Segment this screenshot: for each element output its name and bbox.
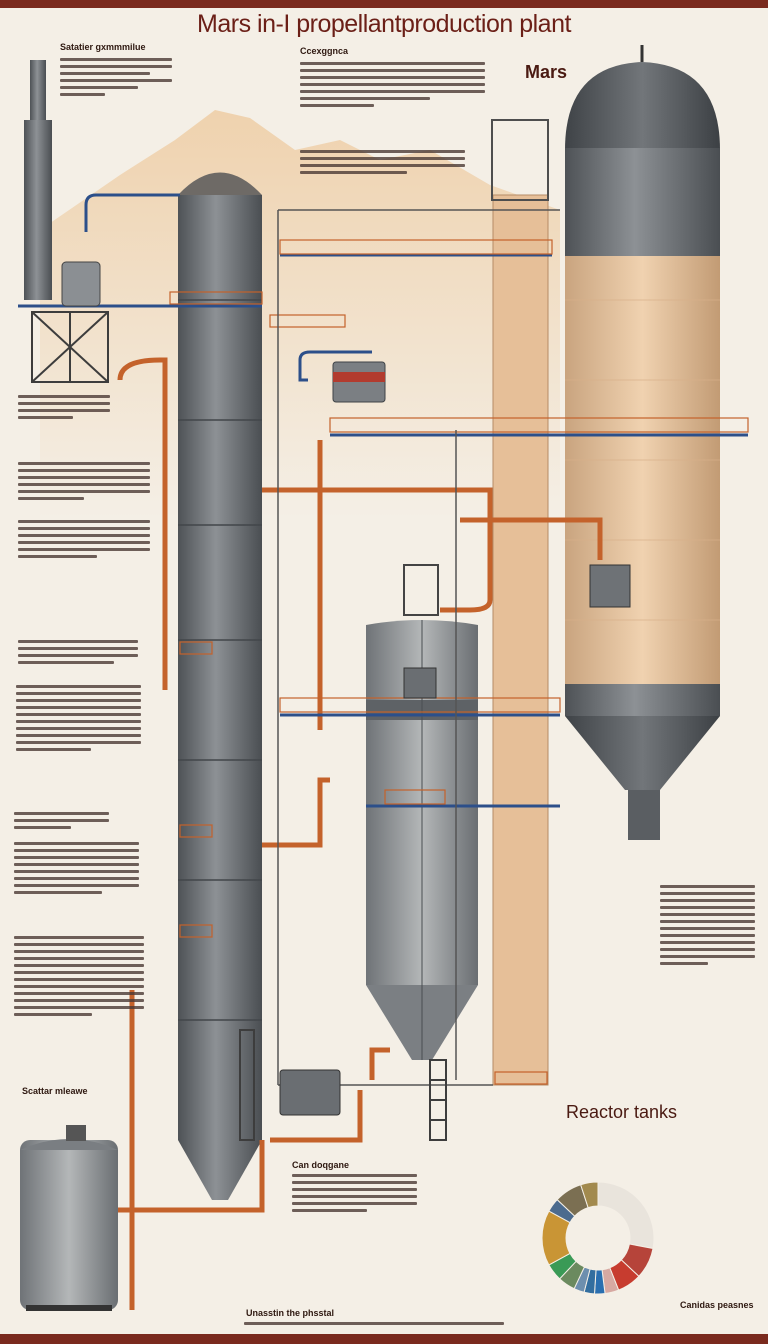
rail-network (18, 193, 748, 808)
text-block-top-mid (300, 62, 485, 111)
pie-chart (541, 1181, 655, 1295)
main-tower (178, 172, 262, 1200)
scatter-label: Scattar mleawe (22, 1086, 88, 1096)
storage-silo (565, 45, 720, 840)
ladders (239, 1029, 447, 1141)
text-block-can (292, 1174, 417, 1216)
text-block-left-2 (18, 462, 150, 504)
railings (169, 239, 749, 1085)
scatter-tank (20, 1125, 118, 1311)
text-block-mid (300, 150, 465, 178)
text-block-left-5 (16, 685, 141, 755)
tan-column (492, 194, 549, 1086)
text-block-right (660, 885, 755, 969)
text-block-left-7 (14, 842, 139, 898)
can-label: Can doqgane (292, 1160, 350, 1170)
text-block-left-1 (18, 395, 110, 423)
reactor-tank (366, 564, 478, 1060)
reactor-tanks-label: Reactor tanks (566, 1102, 678, 1122)
bottom-border (0, 1334, 768, 1344)
text-block-left-8 (14, 936, 144, 1020)
top-border (0, 0, 768, 8)
text-block-left-6 (14, 812, 109, 833)
lattice-stand (31, 311, 109, 383)
mars-label: Mars (525, 62, 568, 82)
text-block-top-left (60, 58, 172, 100)
bottom-right-label: Canidas peasnes (680, 1300, 754, 1310)
pump-unit (61, 261, 631, 1116)
text-block-bottom (244, 1322, 504, 1329)
top-mid-heading: Ccexggnca (300, 46, 349, 56)
pie-hole (566, 1206, 630, 1270)
page-title: Mars in-I propellantproduction plant (197, 10, 571, 38)
bottom-label: Unasstin the phsstal (246, 1308, 335, 1318)
text-block-left-3 (18, 520, 150, 562)
pipe-network (100, 357, 603, 1310)
top-left-heading: Satatier gxmmmilue (60, 42, 146, 52)
text-block-left-4 (18, 640, 138, 668)
